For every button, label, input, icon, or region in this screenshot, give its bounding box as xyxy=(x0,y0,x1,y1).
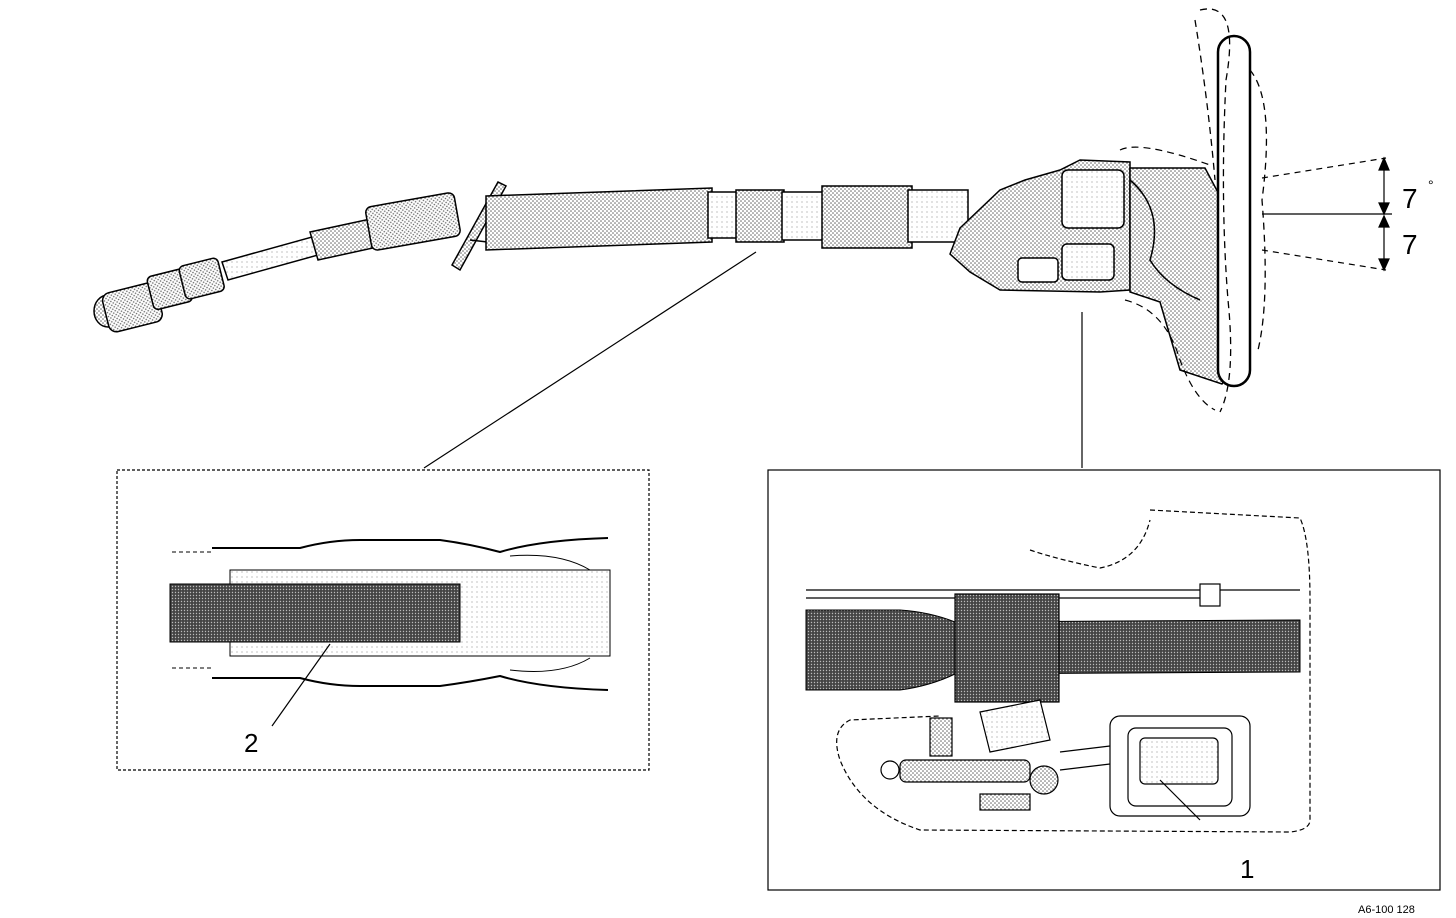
lock-pin-assembly xyxy=(880,699,1059,811)
degree-mark-up: ° xyxy=(1428,177,1434,193)
steering-column xyxy=(93,8,1268,413)
figure-code: A6-100 128 xyxy=(1358,904,1415,916)
steering-wheel-rim xyxy=(1119,8,1268,413)
steering-wheel-hub xyxy=(1129,167,1233,385)
lock-collar xyxy=(954,593,1060,703)
angle-label-down: 7 xyxy=(1402,229,1418,260)
inner-shaft xyxy=(169,583,461,643)
lower-universal-joint xyxy=(93,257,225,333)
column-tube xyxy=(485,185,969,251)
callout-2: 2 xyxy=(244,728,258,758)
leader-lines xyxy=(423,251,1083,469)
tilt-angle-indicator xyxy=(1261,156,1392,272)
detail-box-collapsible-shaft: 2 xyxy=(116,469,650,771)
lock-cylinder xyxy=(1059,715,1251,817)
intermediate-shaft xyxy=(221,192,461,281)
angle-label-up: 7 xyxy=(1402,183,1418,214)
callout-1: 1 xyxy=(1240,854,1254,884)
lock-housing xyxy=(949,159,1131,293)
detail-box-lock-mechanism: 1 xyxy=(767,469,1441,891)
